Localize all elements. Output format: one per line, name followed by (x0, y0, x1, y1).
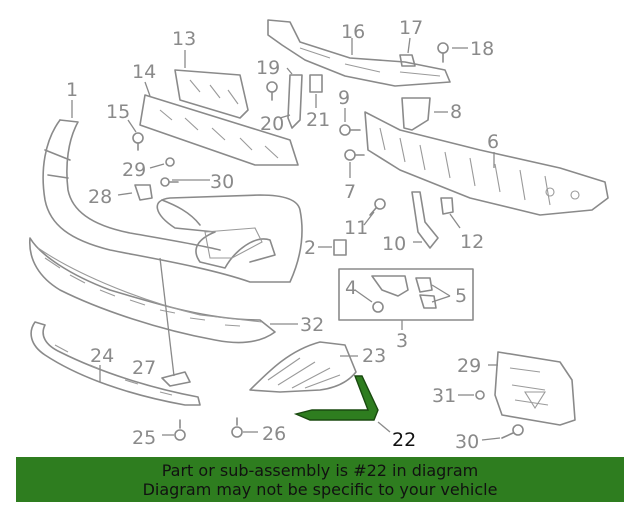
callout-31: 31 (432, 385, 456, 407)
callout-30-upper: 30 (210, 171, 234, 193)
callout-3: 3 (396, 330, 408, 352)
part-impact-bar (364, 111, 609, 216)
callout-5: 5 (455, 285, 467, 307)
part-bolt-11 (369, 198, 386, 216)
callout-26: 26 (262, 423, 286, 445)
part-screw-30-upper (160, 177, 179, 187)
part-deflector-8 (401, 97, 431, 131)
callout-4: 4 (345, 277, 357, 299)
callout-11: 11 (344, 217, 368, 239)
callout-2: 2 (304, 237, 316, 259)
callout-23: 23 (362, 345, 386, 367)
callout-18: 18 (470, 38, 494, 60)
part-lower-valance (30, 321, 201, 406)
part-info-banner: Part or sub-assembly is #22 in diagram D… (16, 457, 624, 502)
callout-28: 28 (88, 186, 112, 208)
part-clip-31 (475, 390, 485, 400)
part-lower-grille (29, 237, 276, 344)
callout-15: 15 (106, 101, 130, 123)
banner-line-2: Diagram may not be specific to your vehi… (142, 480, 498, 499)
part-bolt-25 (174, 419, 186, 441)
part-fog-bezel (249, 341, 357, 393)
part-clip-29-upper (165, 157, 175, 167)
part-bracket-10 (411, 191, 439, 249)
part-22-highlighted-bracket (293, 375, 379, 421)
callout-16: 16 (341, 21, 365, 43)
callout-19: 19 (256, 57, 280, 79)
callout-22-highlighted: 22 (392, 429, 416, 451)
callout-27: 27 (132, 357, 156, 379)
exploded-parts-diagram: 1 2 3 4 5 6 7 8 9 10 11 12 13 14 15 16 1… (29, 17, 609, 453)
part-clip-12 (440, 197, 454, 215)
leader-lines (71, 37, 501, 441)
callout-25: 25 (132, 427, 156, 449)
part-screw-18 (437, 42, 449, 63)
callout-24: 24 (90, 345, 114, 367)
callout-14: 14 (132, 61, 156, 83)
callout-7: 7 (344, 181, 356, 203)
part-clip-21 (309, 74, 323, 93)
callout-6: 6 (487, 131, 499, 153)
part-bolt-15 (132, 132, 144, 151)
part-bolt-7 (344, 149, 365, 161)
callout-30-lower: 30 (455, 431, 479, 453)
part-bolt-near-20 (266, 81, 278, 101)
part-clip-17 (399, 54, 416, 67)
part-bumper-cover (42, 119, 303, 283)
banner-line-1: Part or sub-assembly is #22 in diagram (161, 461, 479, 480)
part-bracket-27 (161, 371, 191, 387)
callout-32: 32 (300, 314, 324, 336)
part-kit-box-3 (338, 268, 474, 321)
callout-1: 1 (66, 79, 78, 101)
callout-20: 20 (260, 113, 284, 135)
part-strut-20 (287, 74, 303, 129)
callout-8: 8 (450, 101, 462, 123)
part-screw-30-lower (501, 424, 524, 439)
part-bolt-9 (339, 124, 361, 136)
callout-29-lower: 29 (457, 355, 481, 377)
callouts: 1 2 3 4 5 6 7 8 9 10 11 12 13 14 15 16 1… (66, 17, 499, 453)
callout-10: 10 (382, 233, 406, 255)
part-clip-2 (333, 239, 347, 256)
part-license-bracket (494, 351, 576, 426)
part-bracket-28 (134, 184, 153, 201)
callout-17: 17 (399, 17, 423, 39)
callout-12: 12 (460, 231, 484, 253)
callout-21: 21 (306, 109, 330, 131)
callout-29-upper: 29 (122, 159, 146, 181)
callout-13: 13 (172, 28, 196, 50)
callout-9: 9 (338, 87, 350, 109)
part-bolt-26 (231, 417, 243, 438)
part-upper-tie-bar (267, 19, 451, 87)
part-center-support (139, 94, 299, 166)
part-absorber-bracket (174, 69, 249, 119)
